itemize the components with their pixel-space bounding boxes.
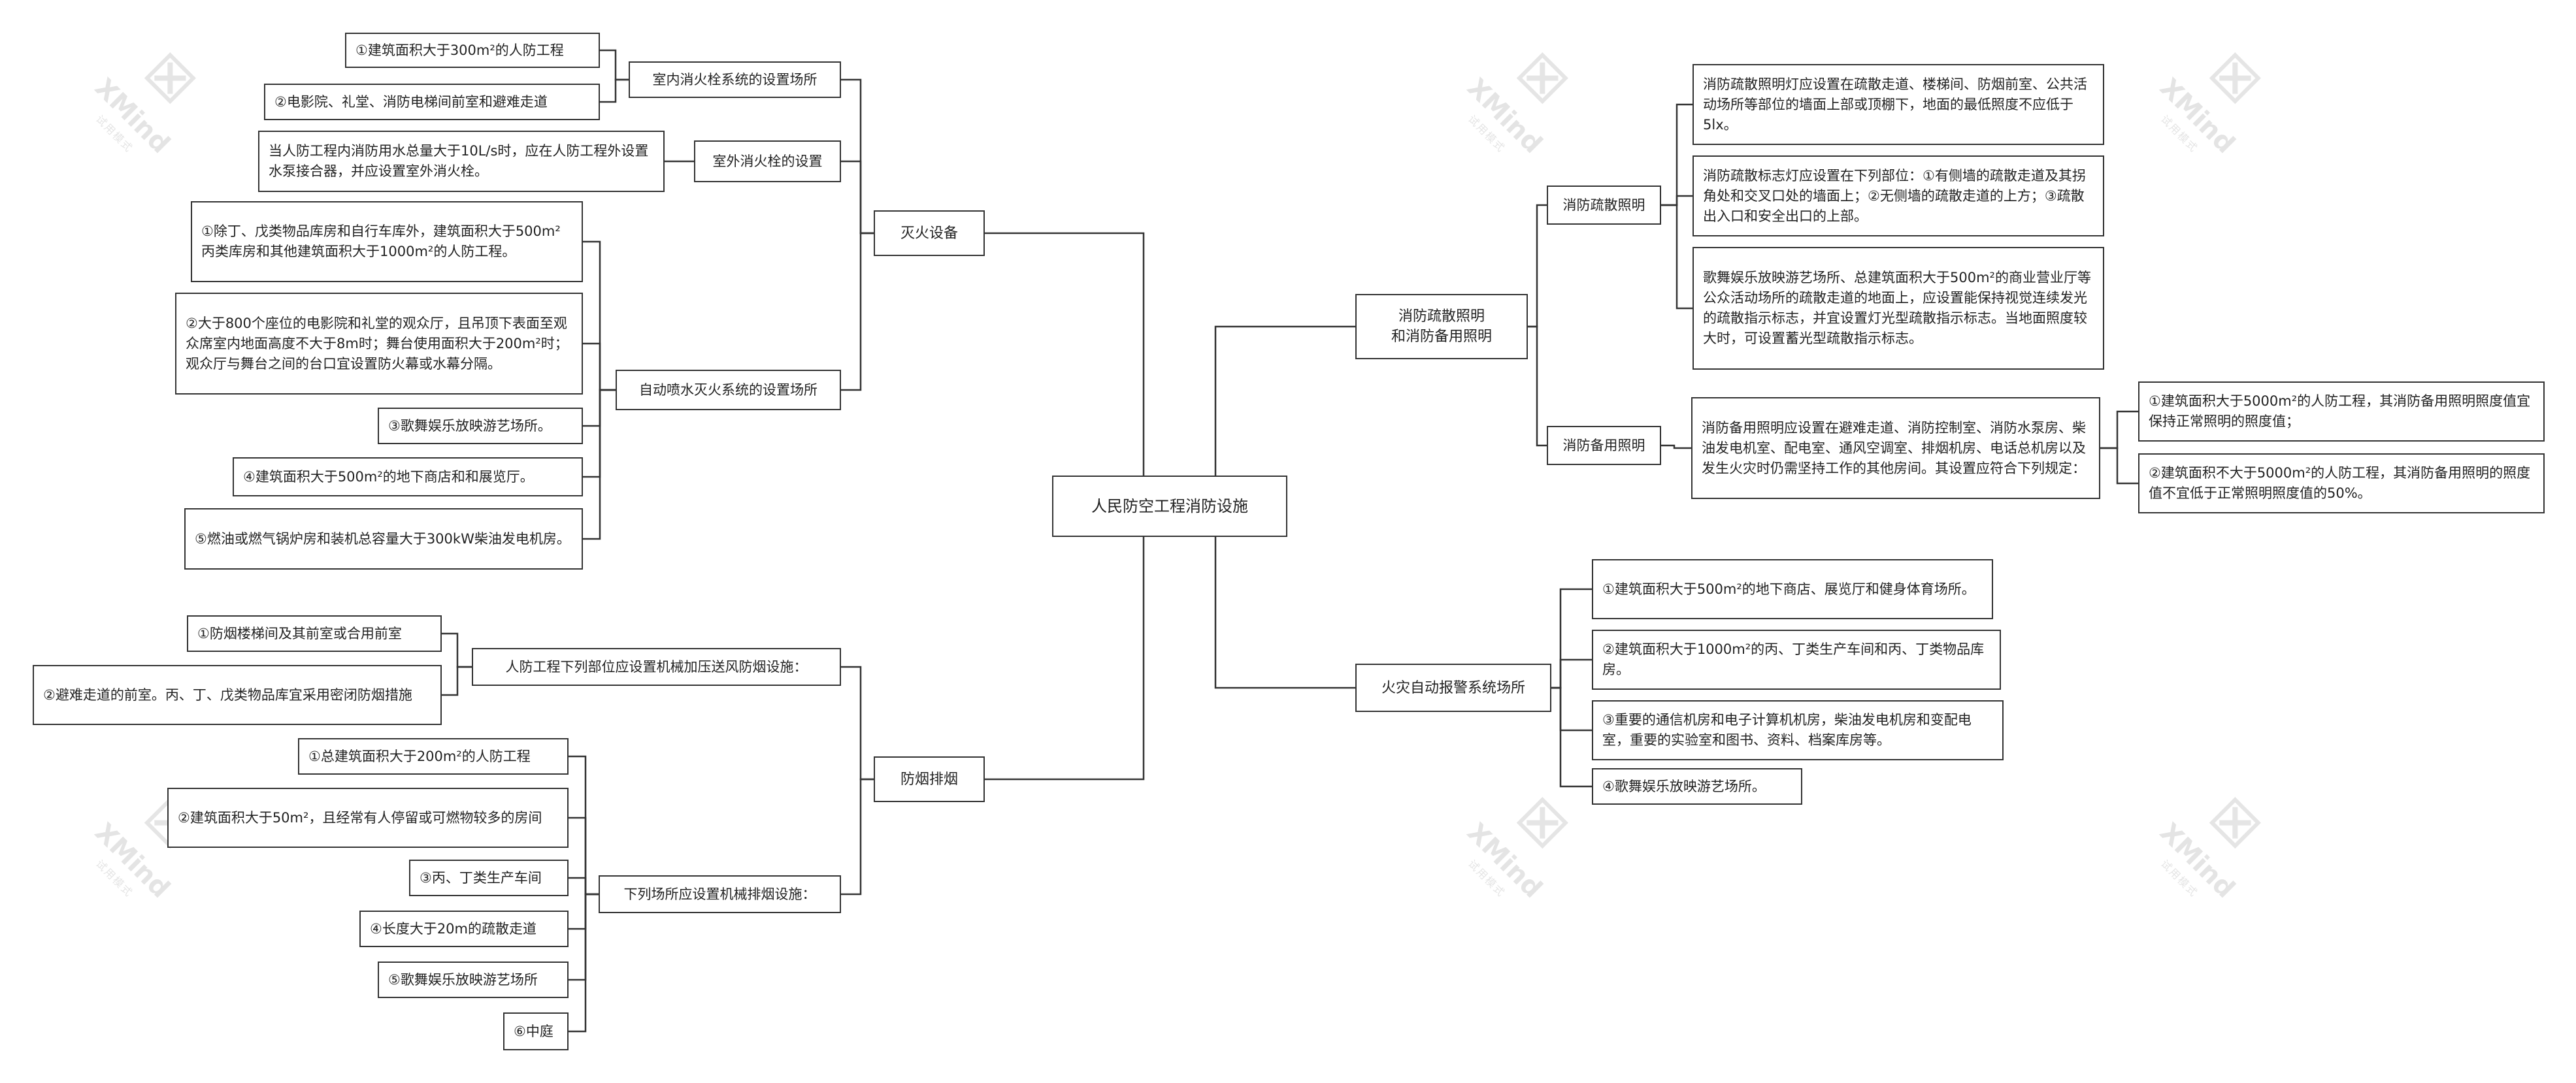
leaf-fire-alarm-1[interactable]: ①建筑面积大于500m²的地下商店、展览厅和健身体育场所。 bbox=[1592, 559, 1993, 619]
connector-line bbox=[985, 537, 1145, 781]
leaf-fire-alarm-2[interactable]: ②建筑面积大于1000m²的丙、丁类生产车间和丙、丁类物品库房。 bbox=[1592, 630, 2001, 690]
connector-line bbox=[1661, 103, 1693, 206]
connector-line bbox=[985, 232, 1145, 476]
leaf-sprinkler-1[interactable]: ①除丁、戊类物品库房和自行车库外，建筑面积大于500m²丙类库房和其他建筑面积大… bbox=[191, 201, 583, 282]
topic-fire-extinguishing[interactable]: 灭火设备 bbox=[874, 210, 985, 256]
connector-line bbox=[569, 893, 599, 1033]
connector-line bbox=[569, 755, 599, 896]
connector-line bbox=[1551, 687, 1592, 732]
connector-line bbox=[1551, 588, 1592, 689]
topic-indoor-hydrant[interactable]: 室内消火栓系统的设置场所 bbox=[629, 61, 841, 98]
connector-line bbox=[841, 78, 874, 234]
connector-line bbox=[2100, 447, 2138, 485]
leaf-evacuation-lighting-3[interactable]: 歌舞娱乐放映游艺场所、总建筑面积大于500m²的商业营业厅等公众活动场所的疏散走… bbox=[1693, 247, 2104, 370]
xmind-watermark: XMind 试用模式 bbox=[1432, 758, 1608, 934]
leaf-evacuation-lighting-2[interactable]: 消防疏散标志灯应设置在下列部位：①有侧墙的疏散走道及其拐角处和交叉口处的墙面上；… bbox=[1693, 155, 2104, 236]
topic-smoke-control[interactable]: 防烟排烟 bbox=[874, 756, 985, 802]
connector-line bbox=[583, 389, 616, 540]
connector-line bbox=[442, 666, 472, 696]
connector-line bbox=[1661, 204, 1693, 310]
topic-evacuation-lighting[interactable]: 消防疏散照明 bbox=[1547, 186, 1661, 225]
leaf-sprinkler-2[interactable]: ②大于800个座位的电影院和礼堂的观众厅，且吊顶下表面至观众席室内地面高度不大于… bbox=[175, 293, 583, 395]
leaf-exhaust-6[interactable]: ⑥中庭 bbox=[503, 1012, 569, 1050]
topic-sprinkler-system[interactable]: 自动喷水灭火系统的设置场所 bbox=[616, 370, 841, 410]
leaf-exhaust-3[interactable]: ③丙、丁类生产车间 bbox=[409, 860, 569, 896]
central-topic[interactable]: 人民防空工程消防设施 bbox=[1052, 476, 1287, 537]
connector-line bbox=[1528, 325, 1547, 447]
leaf-sprinkler-3[interactable]: ③歌舞娱乐放映游艺场所。 bbox=[378, 408, 583, 444]
connector-line bbox=[1528, 204, 1547, 328]
leaf-backup-lighting-2[interactable]: ②建筑面积不大于5000m²的人防工程，其消防备用照明的照度值不宜低于正常照明照… bbox=[2138, 453, 2545, 513]
leaf-pressurization-2[interactable]: ②避难走道的前室。丙、丁、戊类物品库宜采用密闭防烟措施 bbox=[33, 665, 442, 725]
leaf-fire-alarm-3[interactable]: ③重要的通信机房和电子计算机机房，柴油发电机房和变配电室，重要的实验室和图书、资… bbox=[1592, 700, 2004, 760]
topic-emergency-lighting[interactable]: 消防疏散照明 和消防备用照明 bbox=[1355, 294, 1528, 359]
leaf-exhaust-2[interactable]: ②建筑面积大于50m²，且经常有人停留或可燃物较多的房间 bbox=[167, 788, 569, 848]
leaf-outdoor-hydrant[interactable]: 当人防工程内消防用水总量大于10L/s时，应在人防工程外设置水泵接合器，并应设置… bbox=[258, 131, 665, 192]
leaf-indoor-hydrant-2[interactable]: ②电影院、礼堂、消防电梯间前室和避难走道 bbox=[264, 84, 600, 120]
xmind-watermark: XMind 试用模式 bbox=[2124, 14, 2300, 189]
connector-line bbox=[569, 893, 599, 981]
leaf-indoor-hydrant-1[interactable]: ①建筑面积大于300m²的人防工程 bbox=[345, 33, 600, 68]
connector-line bbox=[2100, 410, 2138, 449]
leaf-sprinkler-4[interactable]: ④建筑面积大于500m²的地下商店和和展览厅。 bbox=[233, 457, 583, 496]
connector-line bbox=[600, 78, 629, 103]
topic-pressurization[interactable]: 人防工程下列部位应设置机械加压送风防烟设施： bbox=[472, 648, 841, 686]
connector-line bbox=[1551, 658, 1592, 689]
topic-outdoor-hydrant[interactable]: 室外消火栓的设置 bbox=[694, 140, 841, 182]
leaf-pressurization-1[interactable]: ①防烟楼梯间及其前室或合用前室 bbox=[187, 615, 442, 652]
topic-mechanical-exhaust[interactable]: 下列场所应设置机械排烟设施： bbox=[599, 875, 841, 913]
xmind-watermark: XMind 试用模式 bbox=[1432, 14, 1608, 189]
leaf-backup-lighting-text[interactable]: 消防备用照明应设置在避难走道、消防控制室、消防水泵房、柴油发电机室、配电室、通风… bbox=[1691, 397, 2100, 499]
connector-line bbox=[1214, 537, 1355, 689]
leaf-fire-alarm-4[interactable]: ④歌舞娱乐放映游艺场所。 bbox=[1592, 768, 1802, 805]
connector-line bbox=[583, 342, 616, 391]
connector-line bbox=[841, 778, 874, 896]
topic-fire-alarm[interactable]: 火灾自动报警系统场所 bbox=[1355, 664, 1551, 712]
connector-line bbox=[569, 877, 599, 896]
connector-line bbox=[841, 160, 874, 234]
connector-line bbox=[600, 49, 629, 81]
leaf-evacuation-lighting-1[interactable]: 消防疏散照明灯应设置在疏散走道、楼梯间、防烟前室、公共活动场所等部位的墙面上部或… bbox=[1693, 64, 2104, 145]
leaf-exhaust-1[interactable]: ①总建筑面积大于200m²的人防工程 bbox=[298, 738, 569, 775]
leaf-exhaust-5[interactable]: ⑤歌舞娱乐放映游艺场所 bbox=[378, 962, 569, 998]
leaf-sprinkler-5[interactable]: ⑤燃油或燃气锅炉房和装机总容量大于300kW柴油发电机房。 bbox=[184, 508, 583, 570]
xmind-watermark: XMind 试用模式 bbox=[59, 14, 235, 189]
connector-line bbox=[841, 666, 874, 781]
leaf-backup-lighting-1[interactable]: ①建筑面积大于5000m²的人防工程，其消防备用照明照度值宜保持正常照明的照度值… bbox=[2138, 381, 2545, 442]
connector-line bbox=[1551, 687, 1592, 788]
connector-line bbox=[841, 232, 874, 391]
xmind-watermark: XMind 试用模式 bbox=[2124, 758, 2300, 934]
connector-line bbox=[442, 632, 472, 668]
topic-backup-lighting[interactable]: 消防备用照明 bbox=[1547, 426, 1661, 465]
connector-line bbox=[1661, 444, 1691, 449]
connector-line bbox=[569, 893, 599, 930]
leaf-exhaust-4[interactable]: ④长度大于20m的疏散走道 bbox=[359, 911, 569, 947]
connector-line bbox=[1661, 195, 1693, 206]
connector-line bbox=[1214, 325, 1355, 476]
connector-line bbox=[569, 816, 599, 896]
